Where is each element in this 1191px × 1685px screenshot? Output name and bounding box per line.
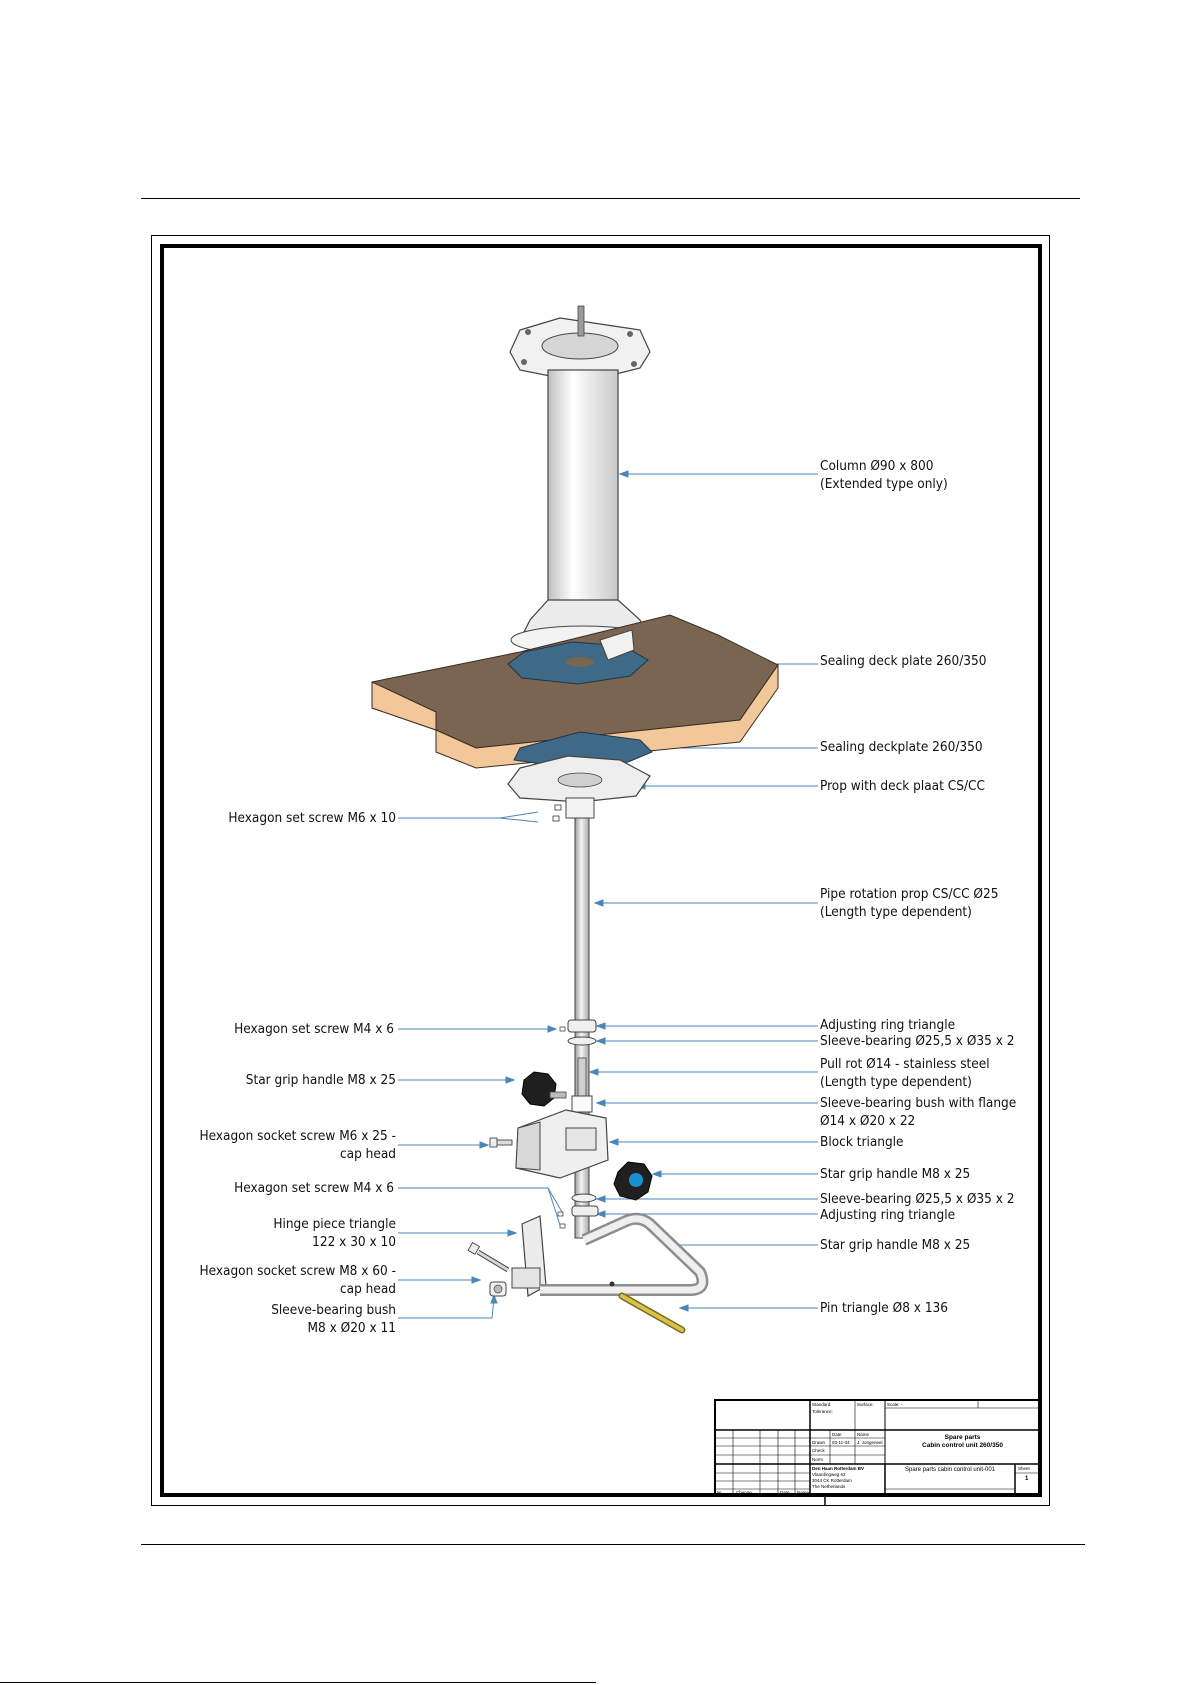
leader-lines: [398, 470, 818, 1319]
label-adjusting-ring-lower: Adjusting ring triangle: [820, 1207, 956, 1223]
adjusting-ring-lower: [571, 1205, 599, 1217]
tb-company-address: Vlaardingweg 62: [812, 1472, 846, 1477]
drawing-border: [160, 244, 1042, 1497]
tb-rev-no: Nr.: [717, 1490, 723, 1495]
label-sealing-deck-plate: Sealing deck plate 260/350: [820, 653, 987, 669]
hinge-block: [511, 1267, 541, 1289]
hex-socket-screw-m6: [489, 1137, 513, 1148]
drawing-outer-frame: [151, 235, 1050, 1506]
label-block-triangle: Block triangle: [820, 1134, 904, 1150]
flange-ear: [599, 629, 635, 661]
label-column: Column Ø90 x 800(Extended type only): [820, 458, 948, 492]
tb-company-name: Den Haan Rotterdam BV: [812, 1466, 865, 1471]
tb-date-head: Date: [832, 1432, 842, 1437]
set-screws-m4-lower: [557, 1211, 566, 1229]
set-screws-m6: [552, 804, 562, 822]
star-grip-handle-left: [521, 1071, 567, 1107]
tb-title-line1: Spare parts: [944, 1434, 981, 1441]
tb-drawn-name: J. Jongeneel: [857, 1440, 883, 1445]
tb-rev-change: Change: [736, 1490, 752, 1495]
title-block: [714, 1399, 1041, 1505]
label-adjusting-ring-upper: Adjusting ring triangle: [820, 1017, 956, 1033]
sealing-deckplate: [513, 731, 653, 769]
tb-scale: Scale: -: [887, 1402, 903, 1407]
tb-company-city: 3044 CK Rotterdam: [812, 1478, 852, 1483]
label-star-grip-left: Star grip handle M8 x 25: [245, 1072, 396, 1088]
tb-rev-date: Date: [780, 1490, 790, 1495]
sleeve-bush-flange: [571, 1095, 593, 1113]
footer-rule: [141, 1544, 1085, 1545]
label-hex-set-screw-m6: Hexagon set screw M6 x 10: [228, 810, 396, 826]
label-star-grip-right-1: Star grip handle M8 x 25: [820, 1166, 971, 1182]
tb-tolerance: Tolerance:: [812, 1409, 833, 1414]
label-sleeve-bearing-lower: Sleeve-bearing Ø25,5 x Ø35 x 2: [820, 1191, 1015, 1207]
label-sleeve-bearing-upper: Sleeve-bearing Ø25,5 x Ø35 x 2: [820, 1033, 1015, 1049]
tb-rev-name: Name: [797, 1490, 810, 1495]
block-triangle: [515, 1109, 609, 1179]
tb-standard: Standard:: [812, 1402, 832, 1407]
shaft-top: [577, 305, 585, 337]
sleeve-bearing-upper: [567, 1036, 597, 1046]
header-rule: [141, 198, 1080, 199]
tb-drawn: Drawn: [812, 1440, 826, 1445]
prop-deck-plate: [507, 755, 651, 819]
tb-norm: Norm: [812, 1457, 823, 1462]
tb-drawn-date: 03-11-04: [832, 1440, 850, 1445]
label-hex-set-screw-m4-lower: Hexagon set screw M4 x 6: [234, 1180, 394, 1196]
footnote-rule: [0, 1682, 596, 1683]
tb-name-head: Name: [857, 1432, 870, 1437]
tb-title-line2: Cabin control unit 260/350: [922, 1442, 1003, 1449]
tb-surface: Surface:: [857, 1402, 874, 1407]
tb-sheet-label: Sheet: [1018, 1466, 1030, 1471]
star-grip-handle-right: [613, 1161, 653, 1201]
tb-check: Check: [812, 1448, 825, 1453]
tb-drawing-name: Spare parts cabin control unit-001: [905, 1467, 996, 1473]
sleeve-bearing-bush: [489, 1281, 507, 1297]
column-top-flange: [509, 317, 651, 379]
adjusting-ring-upper: [567, 1019, 597, 1033]
column-tube: [547, 369, 619, 621]
label-prop-deck-plate: Prop with deck plaat CS/CC: [820, 778, 985, 794]
label-pull-rod: Pull rot Ø14 - stainless steel(Length ty…: [820, 1056, 990, 1090]
tb-company-country: The Netherlands: [812, 1484, 846, 1489]
label-pipe-rotation-prop: Pipe rotation prop CS/CC Ø25(Length type…: [820, 886, 999, 920]
set-screw-m4-upper: [559, 1026, 566, 1032]
tb-sheet-number: 1: [1025, 1476, 1029, 1482]
label-sealing-deckplate: Sealing deckplate 260/350: [820, 739, 983, 755]
label-pin-triangle: Pin triangle Ø8 x 136: [820, 1300, 948, 1316]
sleeve-bearing-lower: [571, 1193, 597, 1203]
label-star-grip-right-2: Star grip handle M8 x 25: [820, 1237, 971, 1253]
label-hex-socket-screw-m8: Hexagon socket screw M8 x 60 -cap head: [199, 1263, 396, 1297]
label-hex-socket-screw-m6: Hexagon socket screw M6 x 25 -cap head: [199, 1128, 396, 1162]
hex-socket-screw-m8: [467, 1241, 510, 1273]
label-hex-set-screw-m4-upper: Hexagon set screw M4 x 6: [234, 1021, 394, 1037]
